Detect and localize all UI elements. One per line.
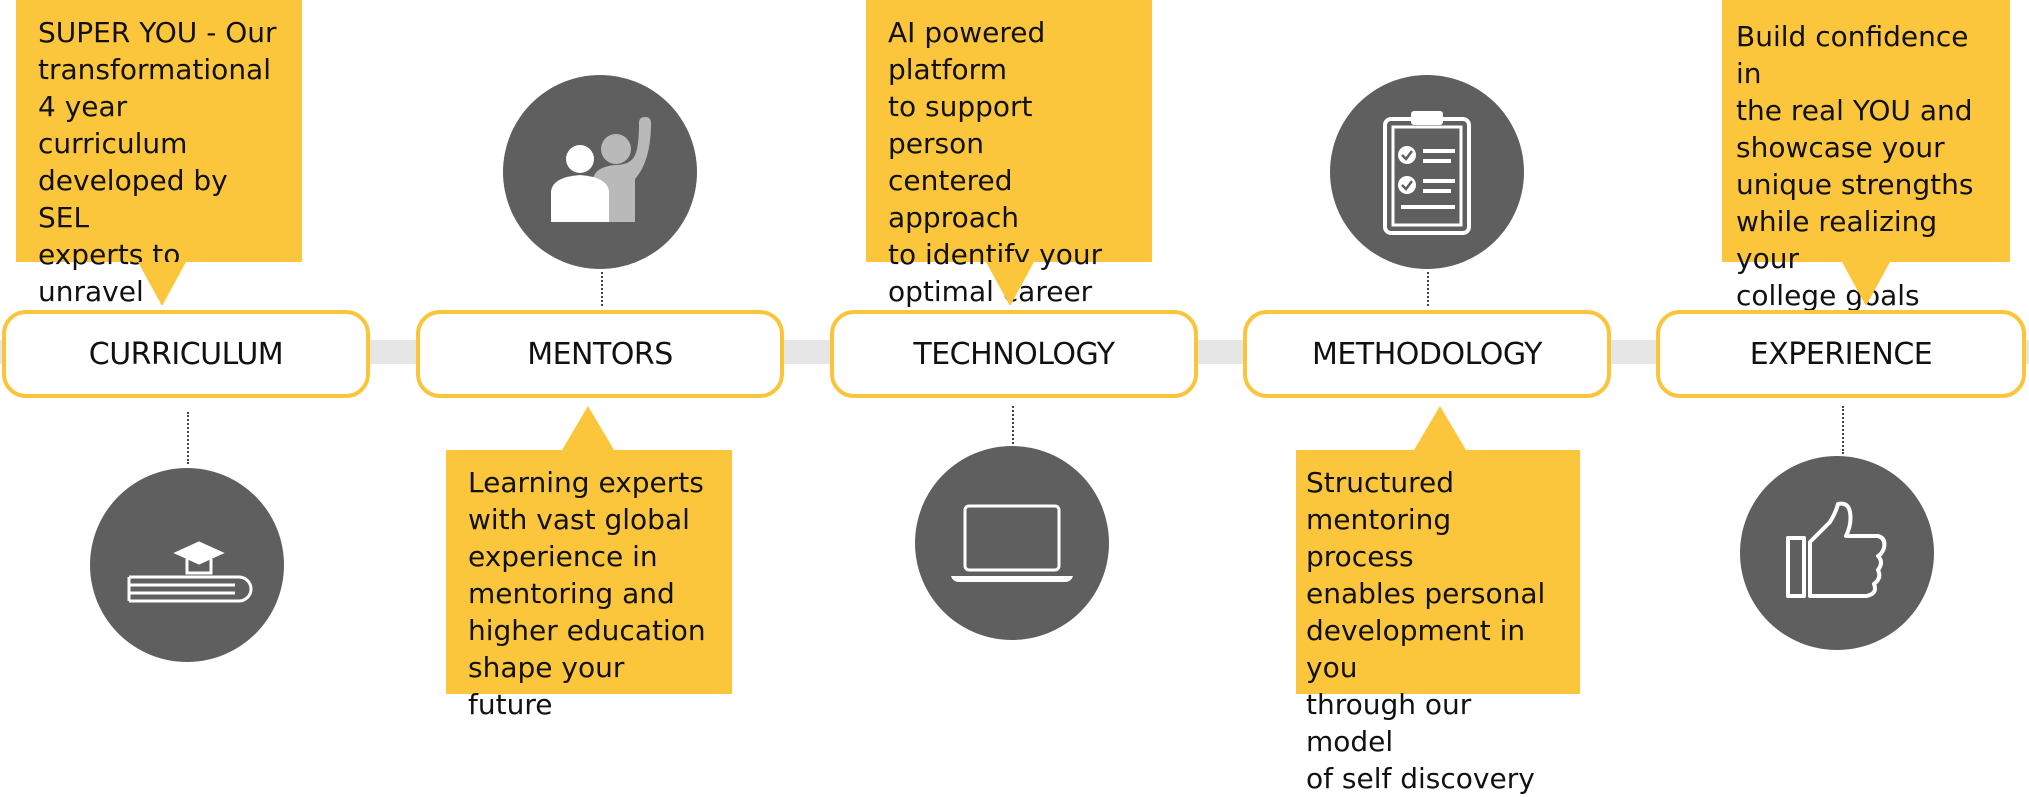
methodology-icon-circle (1330, 75, 1524, 269)
technology-icon-circle (915, 446, 1109, 640)
book-graduation-cap-icon (127, 541, 253, 603)
stage-mentors: MENTORS (416, 310, 784, 398)
technology-dotted-line (1012, 406, 1014, 444)
curriculum-dotted-line (187, 412, 189, 464)
methodology-description: Structured mentoring process enables per… (1296, 450, 1580, 795)
stage-methodology: METHODOLOGY (1243, 310, 1611, 398)
curriculum-description: SUPER YOU - Our transformational 4 year … (16, 0, 302, 345)
stage-experience: EXPERIENCE (1656, 310, 2026, 398)
thumbs-up-icon (1786, 501, 1887, 598)
people-waving-icon (551, 117, 651, 222)
experience-callout-pointer (1842, 262, 1890, 306)
technology-callout-pointer (986, 262, 1034, 306)
technology-description: AI powered platform to support person ce… (866, 0, 1152, 382)
mentors-dotted-line (601, 272, 603, 306)
mentors-callout-pointer (562, 406, 614, 450)
mentors-icon-circle (503, 75, 697, 269)
methodology-dotted-line (1427, 272, 1429, 306)
experience-icon-circle (1740, 456, 1934, 650)
curriculum-callout-pointer (138, 262, 186, 306)
laptop-icon (951, 504, 1073, 582)
curriculum-icon-circle (90, 468, 284, 662)
stage-technology: TECHNOLOGY (830, 310, 1198, 398)
methodology-callout-pointer (1414, 406, 1466, 450)
stage-curriculum: CURRICULUM (2, 310, 370, 398)
experience-dotted-line (1842, 406, 1844, 454)
clipboard-checklist-icon (1383, 111, 1471, 235)
experience-description: Build confidence in the real YOU and sho… (1722, 0, 2010, 312)
mentors-description: Learning experts with vast global experi… (446, 450, 732, 721)
